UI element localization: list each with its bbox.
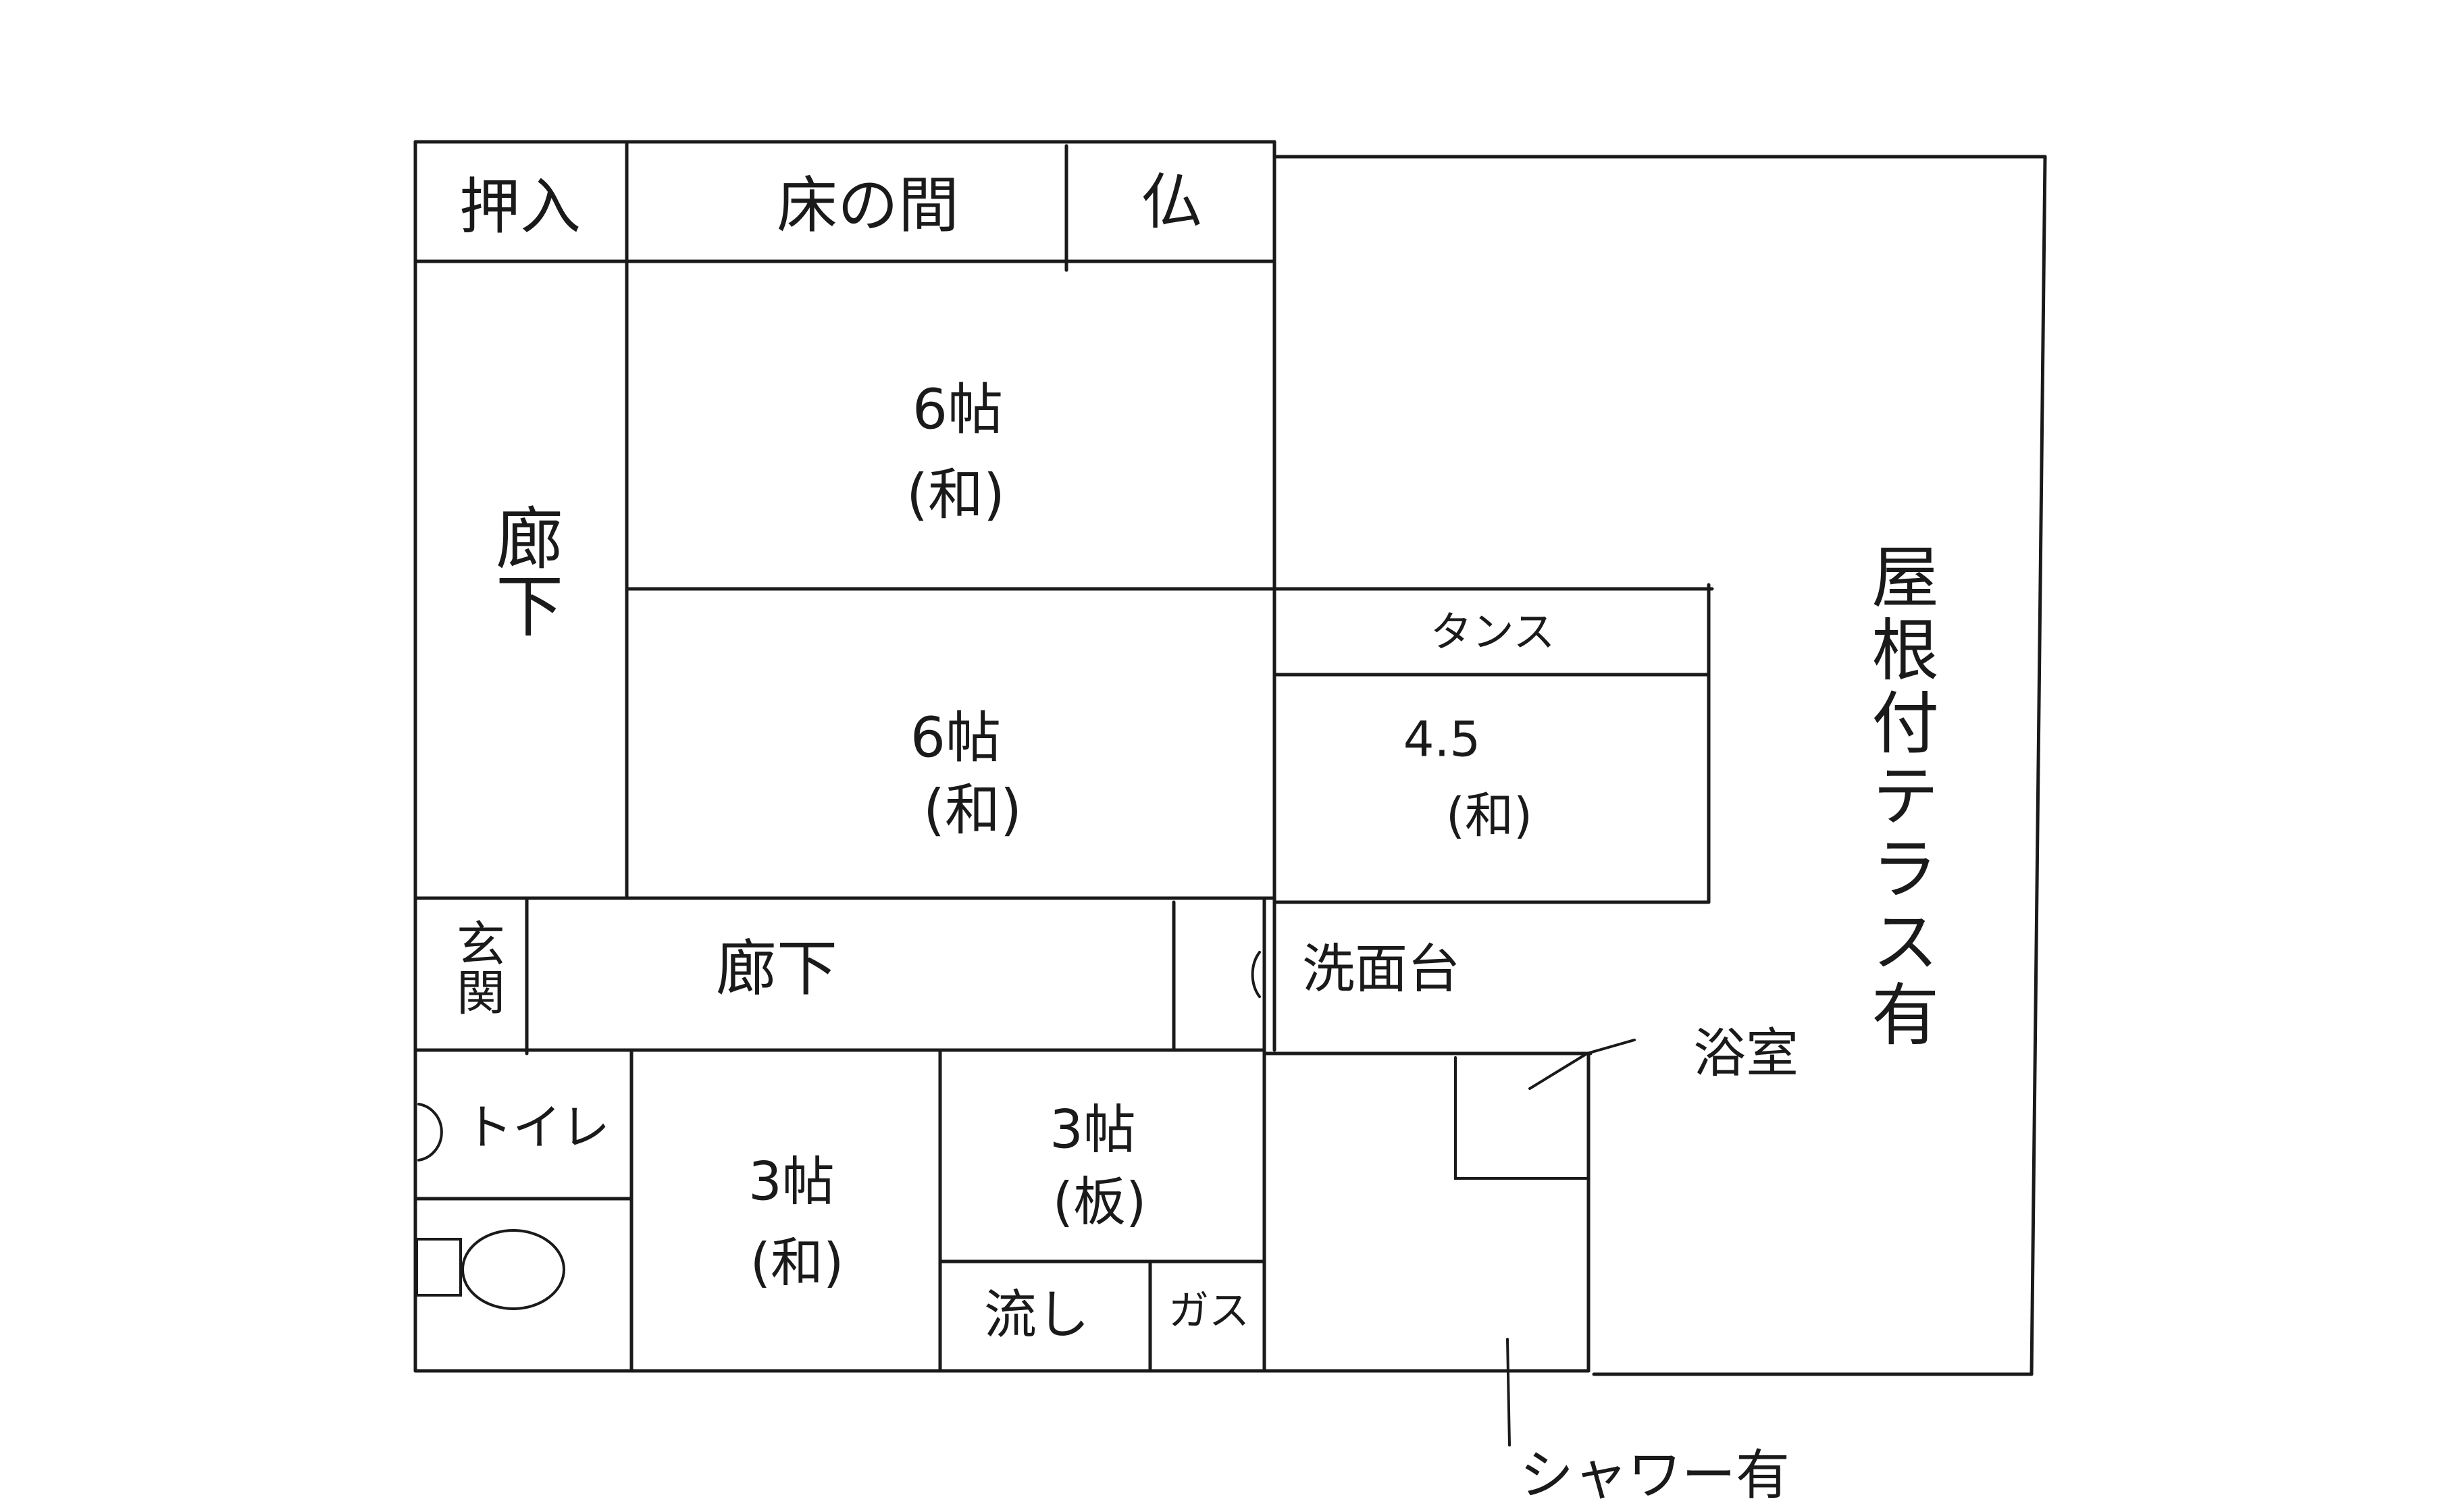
shower-label: シャワー有 [1520,1444,1790,1507]
senmendai-label: 洗面台 [1302,939,1460,999]
toilet-paper-icon [417,1103,443,1162]
tokonoma-label: 床の間 [777,170,959,241]
bathtub-outline [1454,1056,1588,1180]
room3-wa-type: (和) [750,1232,844,1293]
fixtures [415,951,1261,1310]
room6-lower-size: 6帖 [910,706,1001,770]
room45-size: 4.5 [1403,711,1481,768]
walls [413,140,2047,1376]
oshiire-label: 押入 [459,172,581,242]
room45-type: (和) [1446,787,1532,844]
yokushitsu-leader [1528,1039,1636,1090]
butsudan-label: 仏 [1141,167,1202,238]
gas-label: ガス [1168,1288,1249,1335]
toilet-label: トイレ [464,1099,610,1156]
tansu-label: タンス [1430,607,1555,656]
yokushitsu-label: 浴室 [1693,1023,1799,1084]
room3-ita-type: (板) [1053,1172,1147,1232]
rouka-horizontal-label: 廊下 [716,933,837,1004]
room6-upper-type: (和) [906,463,1005,527]
toilet-tank-icon [415,1238,462,1297]
toilet-bowl-icon [461,1229,565,1310]
shower-leader [1506,1338,1511,1446]
room6-lower-type: (和) [923,778,1022,842]
terrace-label: 屋根付テラス有 [1860,542,1939,1052]
genkan-label: 玄関 [448,918,505,1016]
leader-lines [1506,1039,1636,1446]
room3-wa-size: 3帖 [748,1151,835,1212]
labels: 押入 床の間 仏 6帖 (和) 廊下 6帖 (和) タンス 4.5 (和) 玄関… [448,167,1938,1507]
washbasin-icon [1251,951,1261,998]
room6-upper-size: 6帖 [912,377,1003,442]
nagashi-label: 流し [984,1284,1089,1345]
rouka-vertical-label: 廊下 [484,503,563,638]
room3-ita-size: 3帖 [1050,1099,1136,1160]
terrace-right [2030,155,2047,1376]
